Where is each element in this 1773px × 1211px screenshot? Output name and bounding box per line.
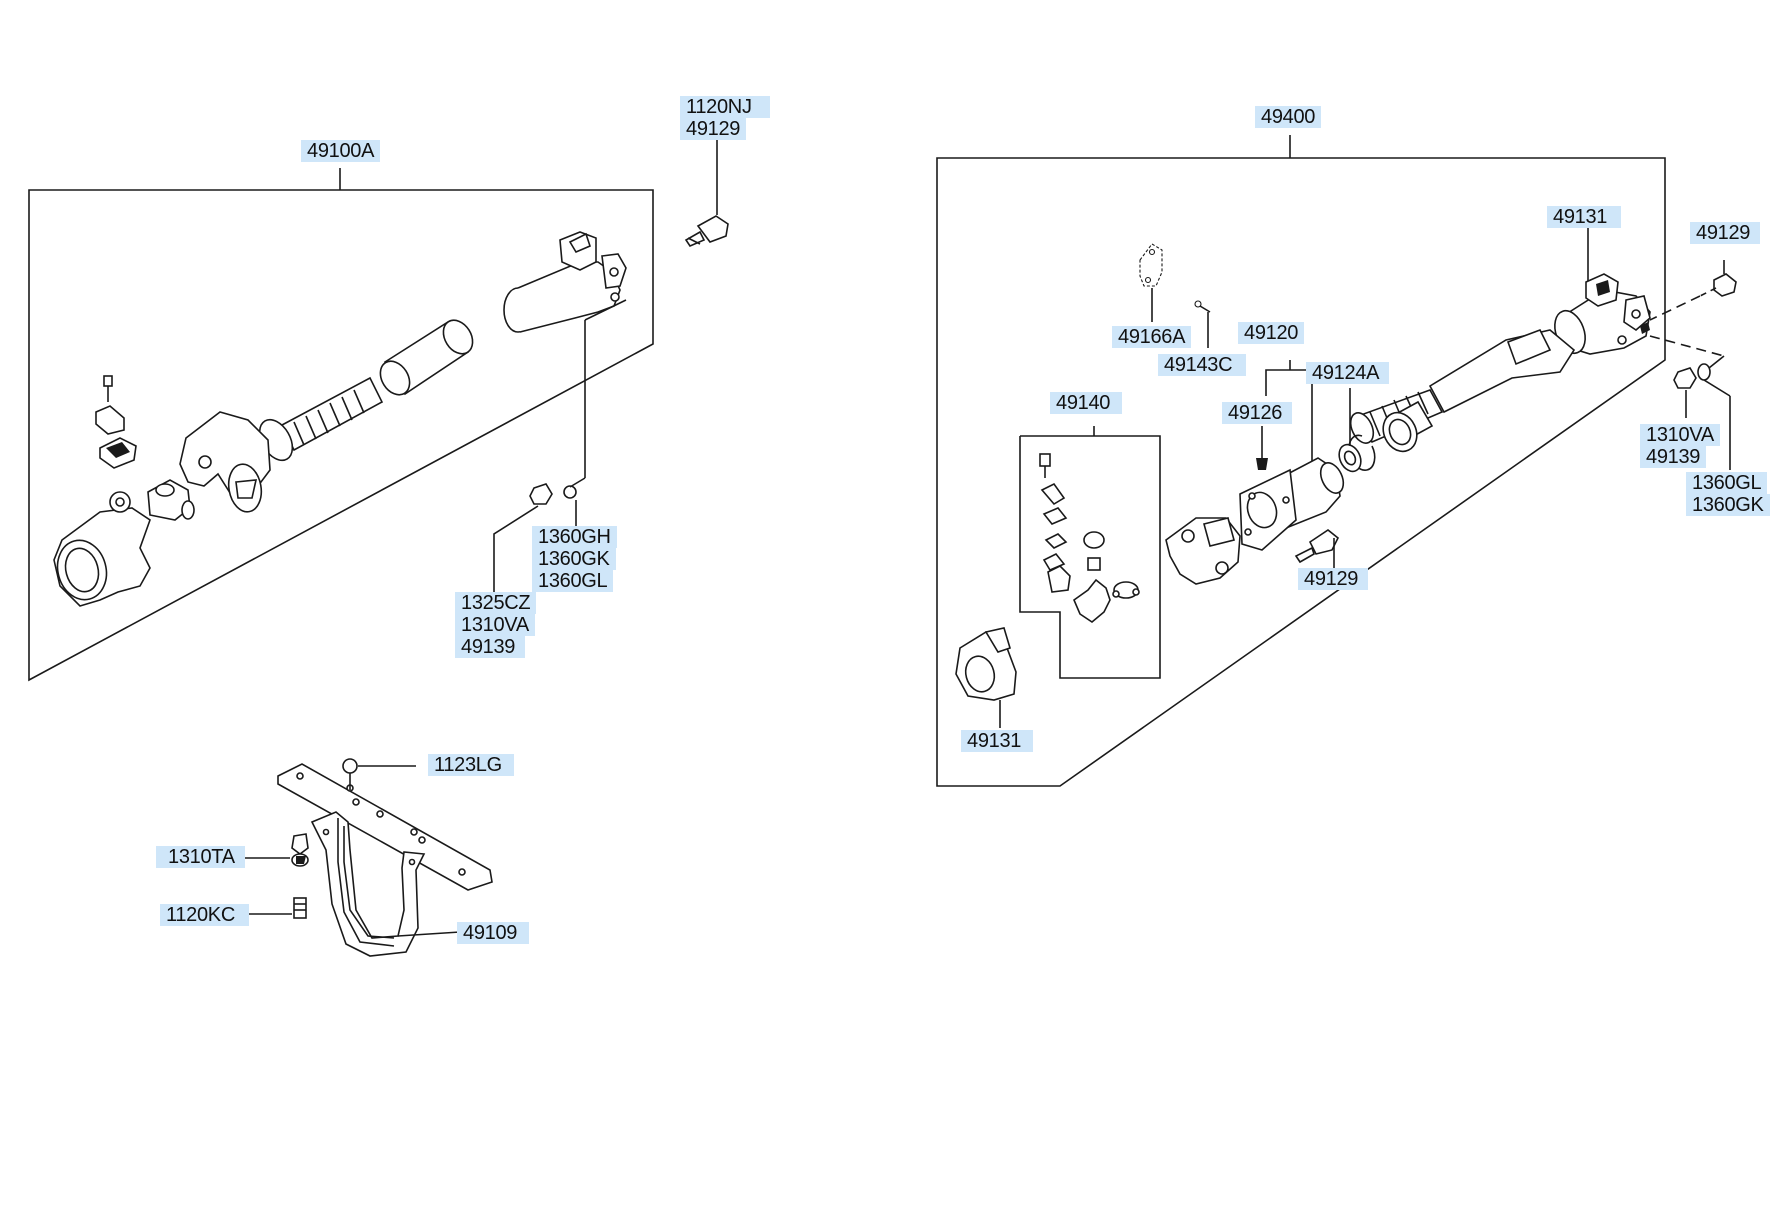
label-49129-lower: 49129 [1298,568,1369,590]
label-49131-lower: 49131 [961,730,1034,752]
label-1310VA: 1310VA [455,614,535,636]
label-1360GK-right: 1360GK [1686,494,1770,516]
bracket-icon [244,758,493,957]
label-49131-top: 49131 [1547,206,1622,228]
left-rear-yoke-icon [503,231,627,372]
label-49139-right: 49139 [1640,446,1707,468]
label-49140: 49140 [1050,392,1123,414]
spider-kit-frame [1019,426,1161,679]
cross-joint-icon [147,479,195,521]
slip-yoke-icon [53,491,151,607]
splined-shaft-icon [258,376,384,462]
plate-icon [1139,243,1211,348]
label-1360GL-right: 1360GL [1686,472,1768,494]
label-1360GL: 1360GL [532,570,614,592]
label-1360GK: 1360GK [532,548,616,570]
nut-washer-icon [1673,363,1731,470]
label-49129-right: 49129 [1690,222,1761,244]
label-49109: 49109 [457,922,530,944]
bolt-icon [684,135,729,247]
label-1120NJ: 1120NJ [680,96,770,118]
label-49120: 49120 [1238,322,1305,344]
label-49129-top: 49129 [680,118,747,140]
label-1120KC: 1120KC [160,904,249,926]
flange-yoke-icon [1165,517,1241,585]
label-49139: 49139 [455,636,526,658]
bearing-cap-icon [95,375,137,469]
label-49400: 49400 [1255,106,1322,128]
flange-yoke-icon [955,627,1017,728]
label-49166A: 49166A [1112,326,1192,348]
snap-ring-icon [1338,388,1376,473]
bearing-icon [1382,400,1434,453]
left-front-yoke-icon [179,411,271,513]
label-1360GH: 1360GH [532,526,617,548]
label-49143C: 49143C [1158,354,1247,376]
splined-shaft-icon [1349,328,1576,444]
right-rear-yoke-icon [1554,228,1651,355]
bolt-icon [1649,260,1737,373]
label-1123LG: 1123LG [428,754,514,776]
nut-washer-icon [493,372,586,592]
label-1310VA-right: 1310VA [1640,424,1720,446]
label-49126: 49126 [1222,402,1293,424]
label-49124A: 49124A [1306,362,1390,384]
label-1325CZ: 1325CZ [455,592,537,614]
center-bearing-icon [1239,360,1345,551]
label-49100A: 49100A [301,140,381,162]
bolt-icon [1294,529,1340,582]
tube-icon [379,319,474,396]
left-assembly-frame [28,168,654,682]
label-1310TA: 1310TA [156,846,245,868]
